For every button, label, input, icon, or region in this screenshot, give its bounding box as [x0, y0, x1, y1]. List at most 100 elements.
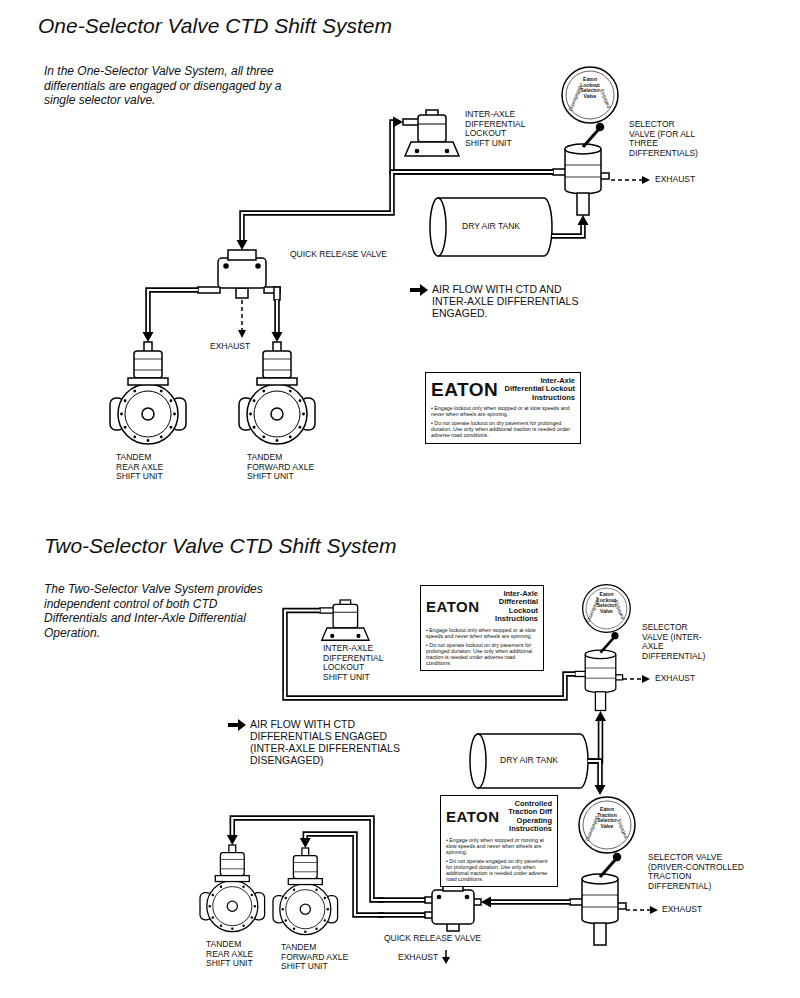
legend-arrow [228, 719, 246, 731]
legend-arrow [410, 284, 428, 296]
part-drawings [110, 67, 635, 945]
decal-logo: EATON [426, 599, 480, 614]
legend-item: AIR FLOW WITH CTD DIFFERENTIALS ENGAGED … [228, 718, 408, 766]
instruction-decal: EATON Inter-Axle Differential Lockout Ins… [420, 585, 544, 671]
decal-logo: EATON [446, 809, 500, 824]
selector-valve: SELECTOR VALVE (DRIVER-CONTROLLED TRACTI… [570, 795, 748, 945]
part-drawing-area [425, 885, 481, 931]
pipe-bore [305, 834, 384, 915]
decal-bullet: • Engage lockout only when stopped or at… [431, 405, 575, 417]
decal-bullet: • Engage only when stopped or moving at … [446, 837, 552, 855]
pipe-wall [274, 300, 280, 334]
flow-arrowhead [595, 785, 606, 795]
part-drawing-area [570, 795, 644, 945]
component-label: DRY AIR TANK [462, 222, 520, 232]
component-label: SELECTOR VALVE (INTER-AXLE DIFFERENTIAL) [642, 623, 712, 661]
part-drawing-area [320, 600, 371, 642]
selector-valve: SELECTOR VALVE (FOR ALL THREE DIFFERENTI… [553, 65, 703, 215]
component-label: INTER-AXLE DIFFERENTIAL LOCKOUT SHIFT UN… [465, 110, 529, 148]
diagram-title: One-Selector Valve CTD Shift System [38, 14, 392, 38]
air-tank: DRY AIR TANK [430, 198, 552, 256]
component-label: TANDEM FORWARD AXLE SHIFT UNIT [281, 943, 353, 972]
shift-unit: INTER-AXLE DIFFERENTIAL LOCKOUT SHIFT UN… [403, 110, 529, 158]
pipe-bore [242, 172, 553, 242]
pipe-bore [588, 719, 601, 761]
axle-shift-unit: TANDEM FORWARD AXLE SHIFT UNIT [239, 342, 319, 482]
component-label: QUICK RELEASE VALVE [290, 250, 387, 260]
part-drawing-area [273, 848, 338, 937]
air-line [300, 834, 384, 915]
part-drawing-area [198, 250, 286, 300]
decal-bullet: • Do not operate engaged on dry pavement… [446, 858, 552, 882]
air-tank: DRY AIR TANK [470, 734, 588, 788]
quick-release-valve-drawing [198, 250, 280, 300]
flow-arrowhead [578, 215, 589, 225]
pipe-bore [276, 300, 278, 334]
air-line [143, 290, 199, 342]
exhaust-label: EXHAUST [398, 953, 438, 963]
legend-item: AIR FLOW WITH CTD AND INTER-AXLE DIFFERE… [410, 283, 592, 319]
part-drawing-area [403, 110, 461, 158]
component-label: QUICK RELEASE VALVE [384, 934, 481, 944]
part-drawing-area [553, 65, 627, 215]
air-line [227, 818, 384, 900]
component-label: SELECTOR VALVE (DRIVER-CONTROLLED TRACTI… [648, 853, 748, 891]
quick-release-valve: QUICK RELEASE VALVE [384, 885, 481, 944]
instruction-decal: EATONInter-Axle Differential Lockout Ins… [425, 372, 581, 444]
pipe-wall [588, 719, 601, 761]
component-label: DRY AIR TANK [500, 756, 558, 766]
axle-shift-unit: TANDEM REAR AXLE SHIFT UNIT [200, 845, 266, 969]
flow-arrowhead [237, 240, 248, 250]
flow-arrowhead [481, 897, 491, 908]
pipe-wall [305, 834, 384, 915]
instruction-decal: EATON Controlled Traction Diff Operating … [440, 795, 558, 887]
decal-title: Controlled Traction Diff Operating Instr… [504, 800, 552, 834]
part-drawing-area [110, 342, 186, 447]
pipe-wall [232, 818, 384, 900]
component-label: TANDEM REAR AXLE SHIFT UNIT [116, 453, 176, 482]
decal-title: Inter-Axle Differential Lockout Instruct… [484, 590, 538, 624]
shift-unit: INTER-AXLE DIFFERENTIAL LOCKOUT SHIFT UN… [320, 600, 387, 682]
axle-shift-unit: TANDEM FORWARD AXLE SHIFT UNIT [273, 848, 353, 972]
flow-arrowhead [300, 838, 311, 848]
quick-release-valve-drawing [425, 885, 481, 931]
exhaust-label: EXHAUST [655, 175, 695, 185]
pipe-stub [378, 900, 427, 915]
flow-arrowhead [595, 711, 606, 721]
axle-shift-unit: TANDEM REAR AXLE SHIFT UNIT [110, 342, 186, 482]
decal-bullet: • Do not operate lockout on dry pavement… [431, 420, 575, 438]
component-label: TANDEM FORWARD AXLE SHIFT UNIT [247, 453, 319, 482]
intro-note: The Two-Selector Valve System provides i… [44, 582, 276, 641]
legend-text: AIR FLOW WITH CTD AND INTER-AXLE DIFFERE… [432, 283, 592, 319]
exhaust-arrow [238, 176, 658, 964]
decal-header: EATON Controlled Traction Diff Operating … [446, 800, 552, 834]
quick-release-valve: QUICK RELEASE VALVE [198, 250, 387, 300]
decal-title: Inter-Axle Differential Lockout Instruct… [502, 377, 575, 402]
pipe-wall [588, 761, 600, 787]
selector-valve: SELECTOR VALVE (INTER-AXLE DIFFERENTIAL) [575, 583, 712, 711]
exhaust-label: EXHAUST [210, 342, 250, 352]
section-heading: Two-Selector Valve CTD Shift System [44, 534, 396, 558]
decal-header: EATON Inter-Axle Differential Lockout Ins… [426, 590, 538, 624]
air-line [588, 711, 606, 761]
decal-header: EATONInter-Axle Differential Lockout Ins… [431, 377, 575, 402]
flow-arrowhead [143, 332, 154, 342]
exhaust-label: EXHAUST [662, 905, 702, 915]
decal-bullet: • Do not operate lockout on dry pavement… [426, 642, 538, 666]
decal-bullet: • Engage lockout only when stopped or at… [426, 627, 538, 639]
exhaust-label: EXHAUST [655, 674, 695, 684]
part-drawing-area [575, 583, 638, 711]
air-line [272, 300, 283, 342]
air-line [552, 215, 589, 236]
air-line [481, 897, 570, 908]
pipe-bore [232, 818, 384, 900]
part-drawing-area [239, 342, 315, 447]
decal-logo: EATON [431, 380, 498, 399]
component-label: TANDEM REAR AXLE SHIFT UNIT [206, 940, 266, 969]
component-label: INTER-AXLE DIFFERENTIAL LOCKOUT SHIFT UN… [323, 644, 387, 682]
pipe-wall [148, 290, 198, 334]
flow-arrowhead [227, 835, 238, 845]
pipe-bore [148, 290, 198, 334]
air-line [588, 761, 606, 795]
